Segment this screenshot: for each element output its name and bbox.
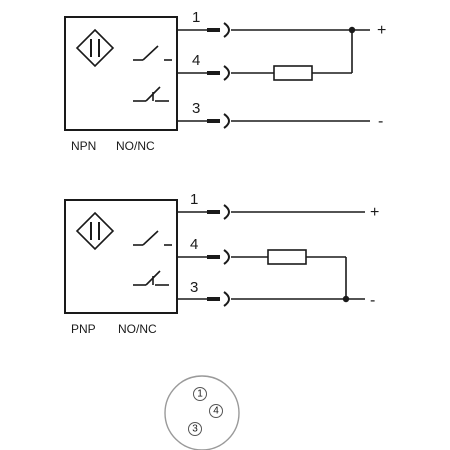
- pnp-caption-type: PNP: [71, 322, 96, 336]
- pnp-positive-sign: +: [370, 204, 379, 221]
- npn-load-resistor: [273, 65, 313, 81]
- connector-pin-4-label: 4: [213, 406, 219, 417]
- npn-pin4-plug-icon: [207, 65, 230, 81]
- pnp-load-resistor: [267, 249, 307, 265]
- npn-diagram: 1 4 3 + - NPN NO/NC: [64, 9, 386, 153]
- npn-pin3-plug-icon: [207, 113, 230, 129]
- connector-pin-3: 3: [188, 422, 202, 436]
- npn-pin1-plug-icon: [207, 22, 230, 38]
- connector-pin-3-label: 3: [192, 424, 198, 435]
- npn-positive-sign: +: [377, 22, 386, 39]
- connector-outline: [164, 375, 240, 450]
- connector-face: 1 4 3: [164, 375, 240, 450]
- pnp-diagram: 1 4 3 + - PNP NO/NC: [64, 191, 379, 336]
- npn-caption-type: NPN: [71, 139, 96, 153]
- npn-pin3-label: 3: [192, 100, 200, 117]
- npn-caption-mode: NO/NC: [116, 139, 155, 153]
- pnp-pin1-label: 1: [190, 191, 198, 208]
- pnp-sensor-body: [64, 199, 178, 314]
- npn-no-switch-icon: [133, 45, 172, 61]
- pnp-pin1-plug-icon: [207, 204, 230, 220]
- connector-pin-1: 1: [193, 387, 207, 401]
- connector-pin-4: 4: [209, 404, 223, 418]
- npn-sensor-symbol-icon: [75, 28, 115, 68]
- connector-pin-1-label: 1: [197, 389, 203, 400]
- npn-pin4-label: 4: [192, 52, 200, 69]
- pnp-no-switch-icon: [133, 230, 172, 246]
- pnp-pin4-plug-icon: [207, 249, 230, 265]
- pnp-pin4-label: 4: [190, 236, 198, 253]
- pnp-pin3-plug-icon: [207, 291, 230, 307]
- pnp-sensor-symbol-icon: [75, 211, 115, 251]
- pnp-negative-sign: -: [370, 292, 375, 309]
- npn-sensor-body: [64, 16, 178, 131]
- npn-nc-switch-icon: [133, 86, 169, 102]
- npn-pin1-label: 1: [192, 9, 200, 26]
- pnp-pin3-label: 3: [190, 279, 198, 296]
- pnp-caption-mode: NO/NC: [118, 322, 157, 336]
- npn-negative-sign: -: [378, 113, 383, 130]
- pnp-nc-switch-icon: [133, 270, 169, 286]
